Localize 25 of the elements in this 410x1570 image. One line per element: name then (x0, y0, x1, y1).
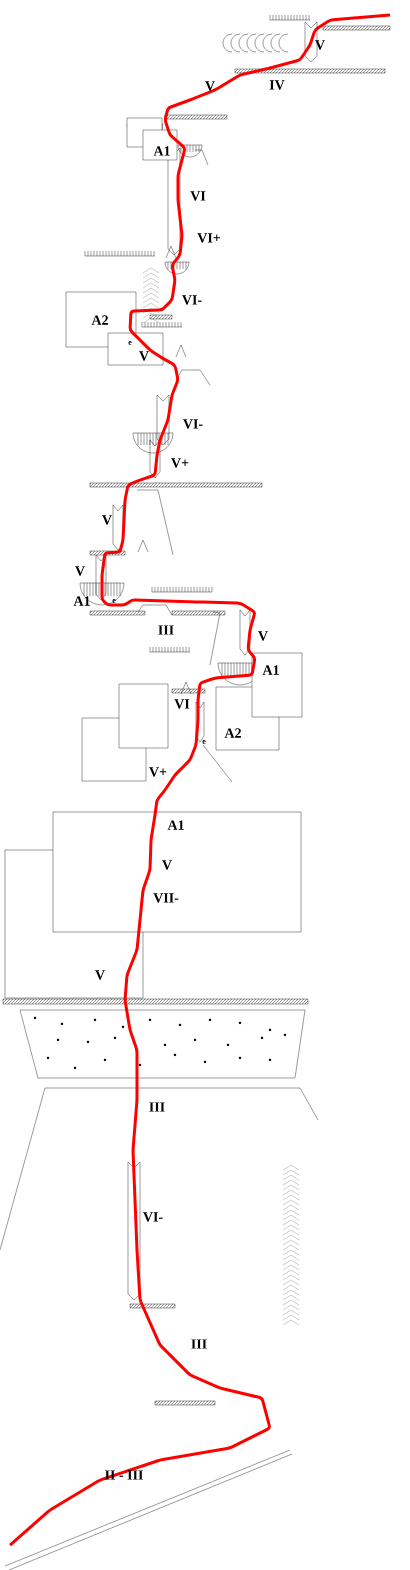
label: e (202, 740, 206, 744)
label: e (112, 599, 116, 603)
label: VI (190, 191, 206, 201)
label: V+ (149, 767, 167, 777)
label: II - III (105, 1470, 143, 1480)
text-box: A1 (142, 129, 178, 161)
label: VI- (182, 295, 202, 305)
text-box: A1 (251, 652, 303, 718)
label: VI (174, 699, 190, 709)
label: III (149, 1102, 165, 1112)
text-box: e V (107, 332, 164, 366)
label: VI+ (197, 233, 221, 243)
label: V (102, 515, 112, 525)
label: III (158, 625, 174, 635)
label: V (315, 40, 325, 50)
label: VI- (183, 419, 203, 429)
label: A1 (73, 596, 90, 606)
text-box: A1 V VII- (52, 811, 302, 933)
label: V+ (171, 458, 189, 468)
label: VI- (143, 1212, 163, 1222)
label: III (191, 1339, 207, 1349)
label: V (205, 81, 215, 91)
label: IV (269, 80, 285, 90)
box (118, 683, 169, 749)
label: V (75, 566, 85, 576)
